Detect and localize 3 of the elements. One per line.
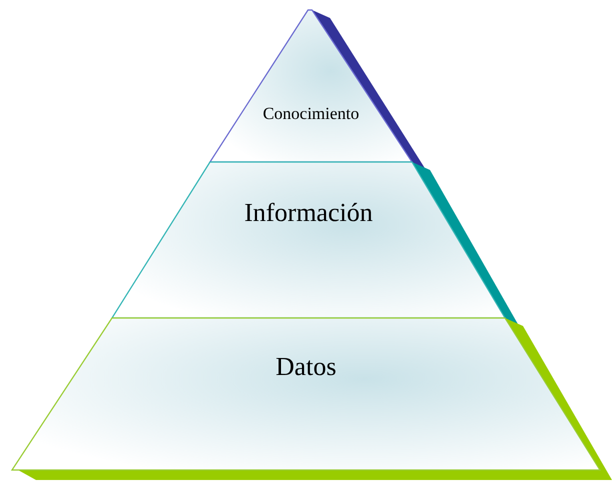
tier-label: Datos	[274, 352, 338, 382]
tier-label: Conocimiento	[262, 104, 360, 124]
tier-label: Información	[243, 198, 374, 228]
